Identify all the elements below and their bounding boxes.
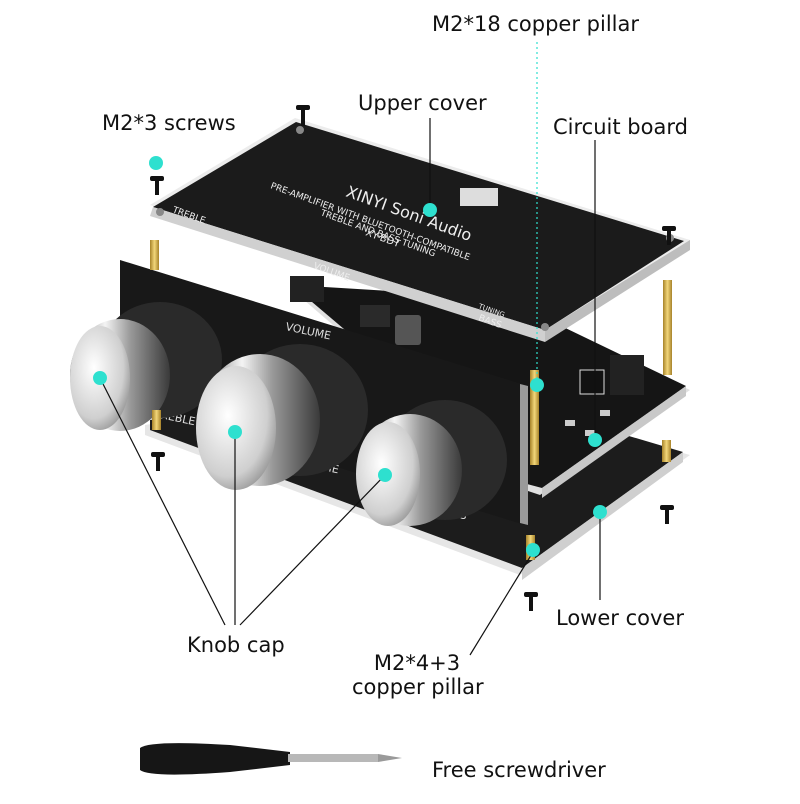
marker-lower-cover <box>593 505 607 519</box>
label-knob-cap: Knob cap <box>187 633 285 657</box>
marker-knob-volume <box>228 425 242 439</box>
marker-knob-treble <box>93 371 107 385</box>
screw-right <box>662 226 676 245</box>
screw-bottom <box>524 592 538 611</box>
label-upper-cover: Upper cover <box>358 91 487 115</box>
marker-upper-cover <box>423 203 437 217</box>
dc-jack <box>290 276 324 302</box>
marker-screws <box>149 156 163 170</box>
label-small-pillar-line1: M2*4+3 <box>373 651 461 675</box>
label-screws: M2*3 screws <box>102 111 236 135</box>
markers <box>93 156 607 557</box>
screw-left <box>150 176 164 195</box>
audio-jack <box>610 355 644 395</box>
screw-bottom-right <box>660 505 674 524</box>
label-screwdriver: Free screwdriver <box>432 758 606 782</box>
label-top-pillar: M2*18 copper pillar <box>432 12 639 36</box>
label-lower-cover: Lower cover <box>556 606 684 630</box>
label-small-pillar-line2: copper pillar <box>352 675 484 700</box>
marker-top-pillar <box>530 378 544 392</box>
marker-knob-bass <box>378 468 392 482</box>
capacitor <box>395 315 421 345</box>
label-small-pillar: M2*4+3 copper pillar <box>352 651 484 700</box>
screw-top-left <box>296 105 310 126</box>
copper-pillars-long <box>150 240 672 465</box>
marker-small-pillar <box>526 543 540 557</box>
screwdriver <box>140 743 402 775</box>
screws <box>150 105 676 611</box>
marker-circuit-board <box>588 433 602 447</box>
screw-bottom-left <box>151 452 165 471</box>
label-circuit-board: Circuit board <box>553 115 688 139</box>
leader-lines <box>99 118 601 656</box>
upper-cover-plate: XINYI Soni Audio PRE-AMPLIFIER WITH BLUE… <box>150 118 690 342</box>
